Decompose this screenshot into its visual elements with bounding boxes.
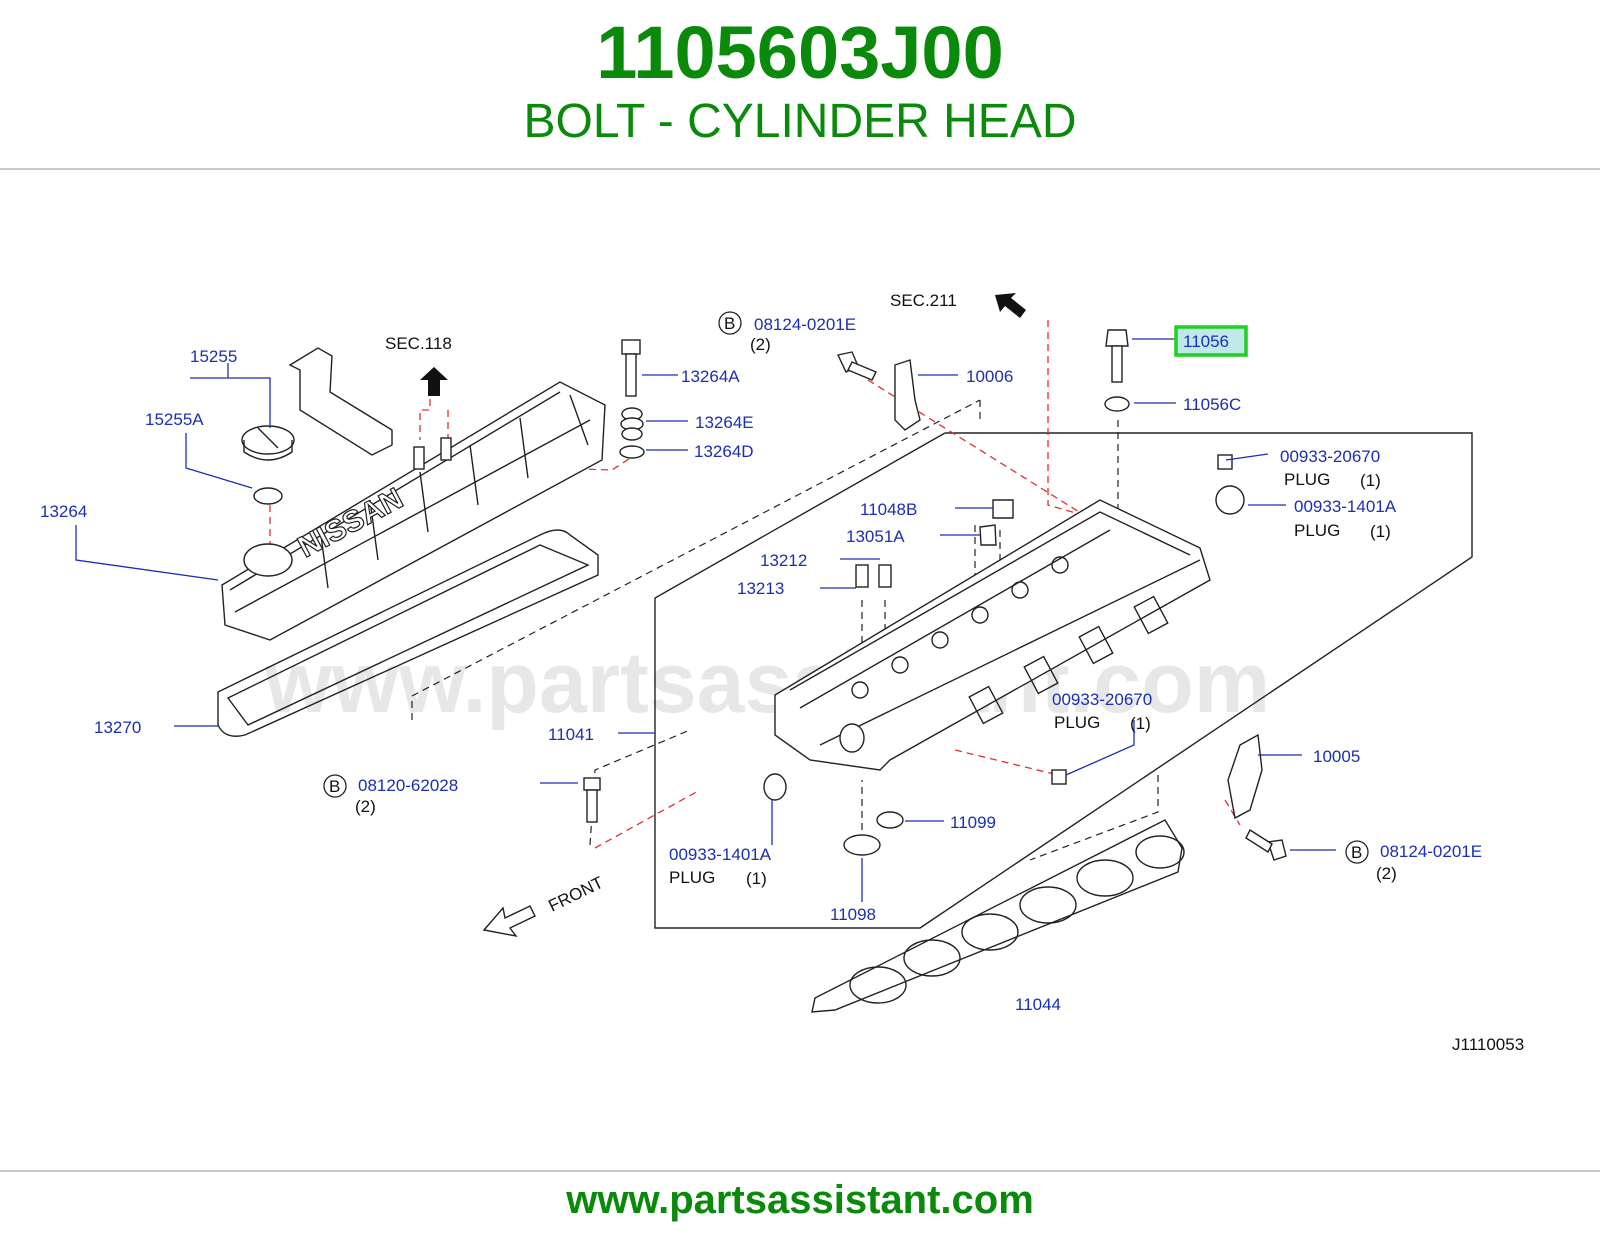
bracket-bolt-bottom [1245,828,1287,861]
cover-bracket [288,347,393,456]
part-label[interactable]: 11048B [860,500,917,519]
part-description: BOLT - CYLINDER HEAD [523,95,1077,148]
part-label[interactable]: 13270 [94,718,141,737]
part-label[interactable]: 00933-1401A [669,845,772,864]
part-label[interactable]: 13264E [695,413,754,432]
part-label[interactable]: 13264 [40,502,87,521]
part-label[interactable]: 11044 [1015,995,1061,1014]
footer-divider [0,1170,1600,1172]
plug-left [763,773,787,801]
sec-118-arrow [420,367,448,396]
part-label[interactable]: 11098 [830,905,876,924]
part-qty: (2) [355,797,376,816]
cylinder-head [774,499,1211,771]
part-number-title: 1105603J00 [596,11,1004,94]
plug-small [1217,454,1233,470]
assembly-outline [654,432,1473,929]
part-desc: PLUG [1294,521,1340,540]
part-label[interactable]: 08124-0201E [1380,842,1482,861]
part-label[interactable]: 13212 [760,551,807,570]
head-bolt-washer [1104,396,1130,412]
leader-red [594,789,701,849]
leader-dash [411,399,981,720]
part-qty: (1) [1130,714,1151,733]
sec-211-label: SEC.211 [890,291,957,310]
leader-red [954,749,1059,776]
front-label: FRONT [545,873,606,916]
badge-circle [718,311,742,335]
watermark: www.partsassistant.com [264,635,1270,731]
plug-middle [1051,769,1067,785]
cover-bolt [621,339,641,397]
part-label[interactable]: 15255A [145,410,204,429]
header-divider [0,168,1600,170]
engine-slinger-front [894,359,921,431]
part-qty: (2) [1376,864,1397,883]
part-qty: (1) [1370,522,1391,541]
rocker-gasket [217,529,599,737]
head-gasket [811,819,1185,1013]
leader-13264 [75,525,219,581]
valve-parts [855,499,1014,588]
part-label[interactable]: 08120-62028 [358,776,458,795]
part-label[interactable]: 13264A [681,367,740,386]
part-label[interactable]: 00933-1401A [1294,497,1397,516]
part-qty: (1) [1360,471,1381,490]
part-label[interactable]: 08124-0201E [754,315,856,334]
stud-bolt [583,777,601,823]
leader-red [1224,799,1241,826]
part-label[interactable]: 13213 [737,579,784,598]
valve-seal-b [843,834,881,856]
part-qty: (2) [750,335,771,354]
part-label[interactable]: 11099 [950,813,996,832]
part-qty: (1) [746,869,767,888]
sec-118-label: SEC.118 [385,334,452,353]
grommet [620,407,644,441]
part-desc: PLUG [1284,470,1330,489]
footer-url[interactable]: www.partsassistant.com [566,1178,1034,1222]
part-label[interactable]: 11041 [548,725,594,744]
leader-15255A [185,433,253,489]
badge-letter: B [1351,843,1362,862]
rocker-cover: NISSAN [221,381,606,641]
diagram-ref-code: J1110053 [1452,1035,1524,1054]
leader-dash [1029,775,1159,861]
front-arrow [482,905,536,938]
sec-211-arrow [995,293,1026,318]
part-label[interactable]: 10006 [966,367,1013,386]
leader-red [1047,320,1101,521]
part-label[interactable]: 13264D [694,442,754,461]
part-label-highlighted[interactable]: 11056 [1183,332,1229,351]
highlight-box [1174,325,1248,357]
stud-pair [413,437,452,470]
part-desc: PLUG [1054,713,1100,732]
leader-dash [589,729,691,846]
bracket-bolt-top [836,351,877,381]
badge-circle [323,774,347,798]
washer [619,445,645,459]
plug-large [1215,485,1245,515]
valve-seal-a [876,811,904,829]
part-label[interactable]: 10005 [1313,747,1360,766]
badge-letter: B [329,777,340,796]
part-label[interactable]: 00933-20670 [1280,447,1380,466]
leader-plug-1 [1225,453,1269,461]
part-desc: PLUG [669,868,715,887]
leader-plug-3 [1065,720,1135,776]
engine-slinger-rear [1227,733,1263,820]
leader-15255 [190,377,271,428]
filler-cap [241,425,295,505]
badge-circle [1345,840,1369,864]
part-label[interactable]: 11056C [1183,395,1241,414]
rocker-gasket-inner [226,544,590,726]
badge-letter: B [724,314,735,333]
part-label[interactable]: 15255 [190,347,237,366]
part-label[interactable]: 13051A [846,527,905,546]
part-label[interactable]: 00933-20670 [1052,690,1152,709]
head-bolt [1105,329,1129,383]
